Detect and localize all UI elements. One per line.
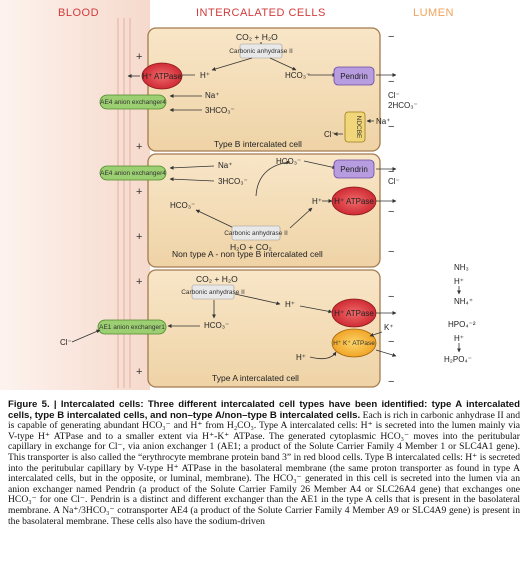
cells-header: INTERCALATED CELLS xyxy=(196,7,326,19)
lumen-h2po4: H₂PO₄⁻ xyxy=(444,355,472,364)
n-enzyme-box xyxy=(231,225,281,241)
b-h-atpase xyxy=(141,62,183,90)
svg-text:+: + xyxy=(136,366,142,378)
b-2hco3: 2HCO₃⁻ xyxy=(388,101,418,110)
lumen-buffers: NH₃ H⁺ NH₄⁺ HPO₄⁻² H⁺ H₂PO₄⁻ xyxy=(444,263,476,364)
lumen-nh3: NH₃ xyxy=(454,263,469,272)
svg-text:−: − xyxy=(388,121,394,133)
a-enzyme-box xyxy=(191,284,235,300)
n-h-atpase-label: H⁺ ATPase xyxy=(334,197,374,206)
b-na-lumen: Na⁺ xyxy=(376,117,390,126)
n-cl: Cl⁻ xyxy=(388,177,400,186)
a-h: H⁺ xyxy=(285,300,295,309)
b-h: H⁺ xyxy=(200,71,210,80)
a-co2-h2o: CO₂ + H₂O xyxy=(196,274,238,284)
caption-title: Figure 5. | Intercalated cells: Three di… xyxy=(8,400,520,421)
svg-text:−: − xyxy=(388,336,394,348)
n-pendrin-label: Pendrin xyxy=(340,165,368,174)
svg-text:−: − xyxy=(388,246,394,258)
a-hco3: HCO₃⁻ xyxy=(204,321,229,330)
b-cell-label: Type B intercalated cell xyxy=(214,139,302,149)
b-pendrin-label: Pendrin xyxy=(340,72,368,81)
svg-text:−: − xyxy=(388,166,394,178)
a-hk-atpase xyxy=(331,328,377,358)
a-cl-blood: Cl⁻ xyxy=(60,338,72,347)
a-enzyme: Carbonic anhydrase II xyxy=(181,289,245,296)
n-hco3: HCO₃⁻ xyxy=(170,201,195,210)
svg-text:−: − xyxy=(388,291,394,303)
lumen-region xyxy=(380,0,530,390)
b-hco3: HCO₃⁻ xyxy=(285,71,310,80)
figure-caption: Figure 5. | Intercalated cells: Three di… xyxy=(8,400,520,572)
b-ndcbe xyxy=(344,111,366,143)
b-cl-lumen: Cl⁻ xyxy=(324,130,336,139)
a-k: K⁺ xyxy=(384,323,394,332)
n-ae4-label: AE4 anion exchanger4 xyxy=(100,170,166,177)
n-h2o-co2: H₂O + CO₂ xyxy=(230,242,272,252)
type-b-cell xyxy=(147,27,381,152)
b-ae4 xyxy=(99,94,167,110)
n-h: H⁺ xyxy=(312,197,322,206)
a-hk-atpase-label: H⁺ K⁺ ATPase xyxy=(333,340,375,347)
b-ndcbe-label: NDCBE xyxy=(355,116,362,139)
svg-text:−: − xyxy=(388,206,394,218)
svg-text:+: + xyxy=(136,51,142,63)
blood-header: BLOOD xyxy=(58,7,99,19)
b-h-atpase-label: H⁺ ATPase xyxy=(142,72,182,81)
lumen-h2: H⁺ xyxy=(454,334,464,343)
svg-text:+: + xyxy=(136,231,142,243)
lumen-h1: H⁺ xyxy=(454,277,464,286)
n-pendrin xyxy=(333,159,375,179)
type-a-cell xyxy=(147,269,381,388)
a-cell-label: Type A intercalated cell xyxy=(212,373,299,383)
a-h-lumen: H⁺ xyxy=(296,353,306,362)
b-ae4-label: AE4 anion exchanger4 xyxy=(100,99,166,106)
b-pendrin xyxy=(333,66,375,86)
n-hco3-top: HCO₃⁻ xyxy=(276,157,301,166)
lumen-nh4: NH₄⁺ xyxy=(454,297,473,306)
intercalated-cells-diagram: BLOOD INTERCALATED CELLS LUMEN +++ +++ +… xyxy=(0,0,530,390)
a-h-atpase-label: H⁺ ATPase xyxy=(334,309,374,318)
svg-text:−: − xyxy=(388,376,394,388)
caption-body: Each is rich in carbonic anhydrase II an… xyxy=(8,409,520,527)
n-cell-label-text: Non type A - non type B intercalated cel… xyxy=(172,249,323,259)
b-enzyme: Carbonic anhydrase II xyxy=(229,48,293,55)
b-cl: Cl⁻ xyxy=(388,91,400,100)
n-3hco3: 3HCO₃⁻ xyxy=(218,177,248,186)
b-na: Na⁺ xyxy=(205,91,219,100)
n-cell-label: Non type A - non type B intercalated cel… xyxy=(172,249,323,259)
b-3hco3: 3HCO₃⁻ xyxy=(205,106,235,115)
svg-text:+: + xyxy=(136,141,142,153)
svg-text:−: − xyxy=(388,76,394,88)
n-enzyme: Carbonic anhydrase II xyxy=(224,230,288,237)
b-co2-h2o: CO₂ + H₂O xyxy=(236,32,278,42)
svg-text:+: + xyxy=(136,186,142,198)
a-ae1-label: AE1 anion exchanger1 xyxy=(99,324,165,331)
lumen-header: LUMEN xyxy=(413,7,454,19)
lumen-hpo4: HPO₄⁻² xyxy=(448,320,476,329)
non-type-cell xyxy=(147,153,381,268)
n-ae4 xyxy=(99,165,167,181)
n-na: Na⁺ xyxy=(218,161,232,170)
a-ae1 xyxy=(97,319,167,335)
svg-text:−: − xyxy=(388,31,394,43)
svg-text:+: + xyxy=(136,276,142,288)
